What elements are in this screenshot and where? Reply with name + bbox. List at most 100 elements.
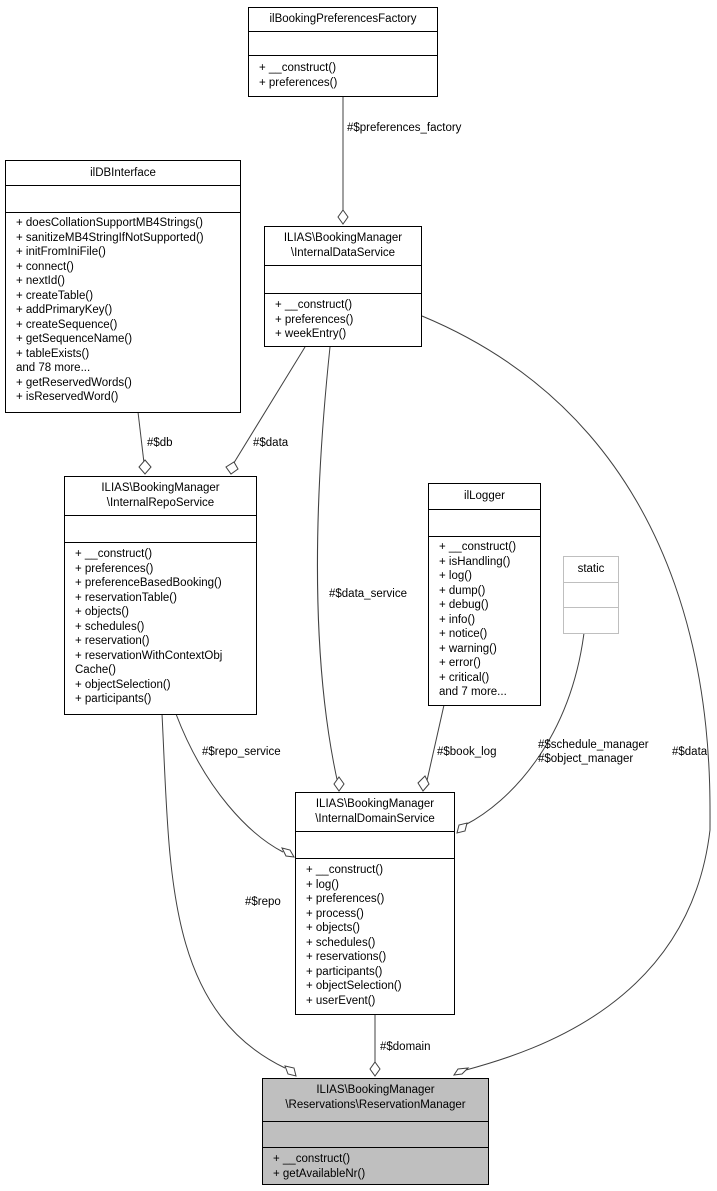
class-attributes [429,509,540,536]
class-member: + schedules() [75,620,145,633]
class-il-logger: ilLogger + __construct()+ isHandling()+ … [428,483,541,706]
class-member: + __construct() [259,62,337,74]
aggregation-diamond-icon [337,209,349,225]
edge-label-preferences-factory: #$preferences_factory [347,122,462,134]
class-title: ilLogger [464,490,505,502]
class-member: + __construct() [439,541,517,553]
class-reservation-manager: ILIAS\BookingManager \Reservations\Reser… [262,1078,489,1185]
class-member: + connect() [16,260,74,273]
class-title: ilBookingPreferencesFactory [269,13,417,25]
class-member: + tableExists() [16,347,90,360]
class-member: + reservation() [75,635,150,647]
class-member: + participants() [75,693,152,705]
class-methods: + __construct()+ log()+ preferences()+ p… [296,858,454,1008]
edge-label-repo: #$repo [245,896,281,908]
class-member: + addPrimaryKey() [16,304,113,316]
class-internal-data-service: ILIAS\BookingManager \InternalDataServic… [264,226,422,347]
aggregation-diamond-icon [369,1061,381,1077]
edge-label-domain: #$domain [380,1041,431,1053]
class-member: + notice() [439,628,488,640]
edge-label-db: #$db [147,437,173,449]
edge-book-log [425,704,445,786]
class-member: + __construct() [75,548,153,560]
class-member: + info() [439,613,476,626]
class-internal-domain-service: ILIAS\BookingManager \InternalDomainServ… [295,792,455,1015]
class-methods: + __construct() + isHandling() + log() + du… [429,536,540,700]
class-member: + getAvailableNr() [273,1167,366,1180]
class-member: + preferences() [259,76,338,89]
aggregation-diamond-icon [456,822,468,834]
class-member: + dump() [439,584,486,597]
edge-label-data-manager: #$data [672,746,708,758]
aggregation-diamond-icon [417,775,430,792]
class-member: + __construct() [273,1153,351,1165]
class-attributes [65,515,256,542]
class-attributes [564,582,618,607]
class-static: static [563,556,619,634]
class-member: + userEvent() [306,994,376,1007]
edge-schedule-object-manager [464,632,585,826]
class-member: + preferenceBasedBooking() [75,577,222,589]
class-member: + __construct() [306,864,384,876]
class-member: + sanitizeMB4StringIfNotSupported() [16,231,204,244]
edge-repo-service [175,713,284,853]
class-member: + reservations() [306,951,387,963]
edge-data-to-repo [231,346,306,467]
class-attributes [296,831,454,858]
class-title: ilDBInterface [90,167,156,179]
class-methods: + doesCollationSupportMB4Strings() + sani… [6,212,240,405]
class-member: and 78 more... [16,362,91,374]
class-member: + log() [439,570,472,582]
aggregation-diamond-icon [225,461,239,475]
edge-label-data-service: #$data_service [329,588,407,600]
class-title: ILIAS\BookingManager \InternalDomainServ… [315,798,435,825]
class-member: + warning() [439,642,497,655]
class-member: + reservationTable() [75,591,177,604]
aggregation-diamond-icon [452,1067,470,1076]
class-methods: + __construct() + preferences() [249,55,437,90]
class-member: + error() [439,657,481,669]
class-member: + objects() [75,606,130,618]
class-member: + preferences() [275,313,354,326]
edge-label-repo-service: #$repo_service [202,746,281,758]
edge-label-book-log: #$book_log [437,746,497,758]
class-member: + process() [306,907,364,920]
class-member: + critical() [439,671,490,684]
class-member: + nextId() [16,275,65,287]
class-member: + __construct() [275,299,353,311]
edge-label-schedule-object-manager: #$schedule_manager #$object_manager [538,739,649,765]
class-title: ILIAS\BookingManager \InternalRepoServic… [101,482,220,509]
class-methods: + __construct() + preferences() + weekEntr… [265,293,421,342]
class-member: + initFromIniFile() [16,246,106,258]
class-internal-repo-service: ILIAS\BookingManager \InternalRepoServic… [64,476,257,715]
class-member: + debug() [439,599,489,611]
class-member: + objects() [306,922,361,934]
class-methods [564,607,618,633]
edge-data-service [317,346,339,785]
aggregation-diamond-icon [333,776,345,792]
edge-label-data-repo: #$data [253,437,289,449]
class-member: + objectSelection() [75,678,171,691]
class-member: + getReservedWords() [16,376,132,389]
class-attributes [249,31,437,55]
class-member: + preferences() [75,562,154,575]
class-member: + preferences() [306,893,385,905]
class-member: + createTable() [16,289,94,302]
edge-repo [161,713,286,1069]
class-member: + isReservedWord() [16,391,119,403]
class-member: + participants() [306,965,383,978]
class-member: + isHandling() [439,555,511,568]
class-member: + reservationWithContextObj Cache() [75,649,223,677]
class-attributes [6,185,240,212]
class-member: + weekEntry() [275,328,347,340]
class-member: + getSequenceName() [16,333,133,345]
aggregation-diamond-icon [138,459,152,475]
class-member: + objectSelection() [306,980,402,992]
class-il-booking-preferences-factory: ilBookingPreferencesFactory + __construc… [248,7,438,97]
class-member: + schedules() [306,936,376,949]
edge-data-to-manager [421,315,711,1071]
class-member: + doesCollationSupportMB4Strings() [16,217,203,229]
aggregation-diamond-icon [284,1065,297,1077]
class-attributes [263,1121,488,1147]
